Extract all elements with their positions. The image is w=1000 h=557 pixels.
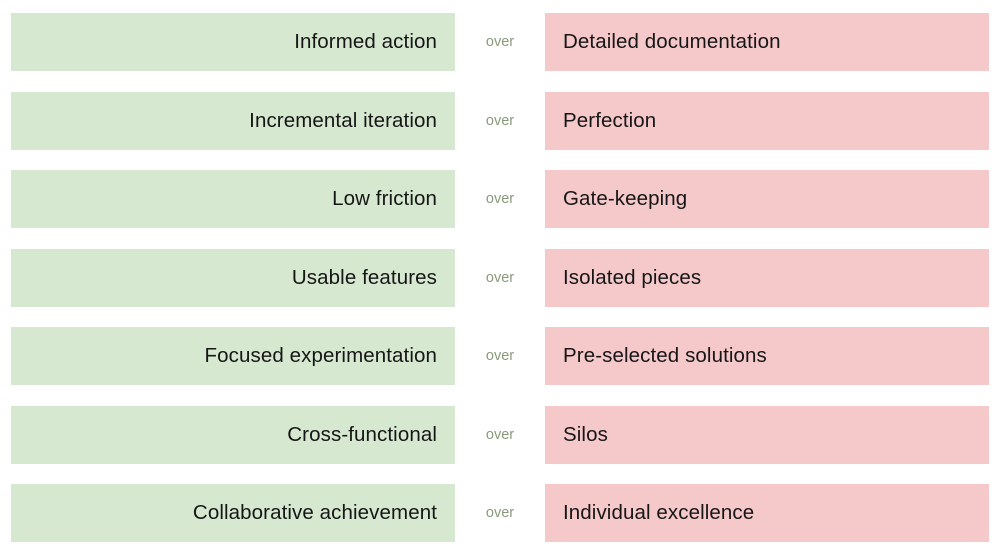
- over-cell: over: [455, 92, 545, 150]
- preferred-value-box: Incremental iteration: [11, 91, 455, 150]
- value-pair-row: Collaborative achievement over Individua…: [11, 484, 989, 542]
- over-label: over: [485, 426, 515, 443]
- deprioritized-value-box: Perfection: [545, 91, 989, 150]
- over-cell: over: [455, 484, 545, 542]
- preferred-value-label: Low friction: [332, 187, 437, 210]
- deprioritized-value-label: Gate-keeping: [563, 187, 688, 210]
- preferred-value-label: Usable features: [291, 265, 437, 289]
- over-label: over: [485, 191, 515, 207]
- over-cell: over: [455, 13, 545, 71]
- over-label: over: [485, 505, 515, 521]
- value-pair-row: Focused experimentation over Pre-selecte…: [11, 327, 989, 385]
- preferred-value-label: Informed action: [294, 30, 437, 53]
- over-cell: over: [455, 406, 545, 464]
- deprioritized-value-box: Individual excellence: [545, 484, 989, 542]
- deprioritized-value-box: Gate-keeping: [545, 170, 989, 228]
- preferred-value-label: Cross-functional: [287, 422, 437, 446]
- deprioritized-value-label: Isolated pieces: [563, 265, 702, 289]
- over-label: over: [485, 34, 515, 50]
- deprioritized-value-box: Detailed documentation: [545, 13, 989, 71]
- preferred-value-box: Informed action: [11, 13, 455, 71]
- deprioritized-value-box: Silos: [545, 405, 989, 464]
- preferred-value-box: Low friction: [11, 170, 455, 228]
- preferred-value-box: Cross-functional: [11, 405, 455, 464]
- preferred-value-label: Collaborative achievement: [192, 501, 437, 524]
- over-label: over: [485, 269, 515, 286]
- deprioritized-value-label: Detailed documentation: [563, 30, 781, 53]
- preferred-value-box: Usable features: [11, 248, 455, 307]
- deprioritized-value-label: Pre-selected solutions: [563, 344, 767, 367]
- deprioritized-value-box: Pre-selected solutions: [545, 327, 989, 385]
- over-cell: over: [455, 170, 545, 228]
- over-label: over: [485, 112, 515, 129]
- deprioritized-value-label: Individual excellence: [563, 501, 755, 524]
- preferred-value-label: Focused experimentation: [204, 344, 437, 367]
- value-pair-row: Usable features over Isolated pieces: [11, 248, 989, 307]
- value-pair-row: Incremental iteration over Perfection: [11, 91, 989, 150]
- preferred-value-box: Focused experimentation: [11, 327, 455, 385]
- value-pair-row: Low friction over Gate-keeping: [11, 170, 989, 228]
- over-cell: over: [455, 327, 545, 385]
- preferred-value-label: Incremental iteration: [249, 108, 437, 132]
- preferred-value-box: Collaborative achievement: [11, 484, 455, 542]
- deprioritized-value-label: Perfection: [563, 108, 657, 132]
- deprioritized-value-box: Isolated pieces: [545, 248, 989, 307]
- over-label: over: [485, 348, 515, 364]
- value-pair-row: Cross-functional over Silos: [11, 405, 989, 464]
- value-pair-row: Informed action over Detailed documentat…: [11, 13, 989, 71]
- deprioritized-value-label: Silos: [563, 422, 608, 446]
- over-cell: over: [455, 249, 545, 307]
